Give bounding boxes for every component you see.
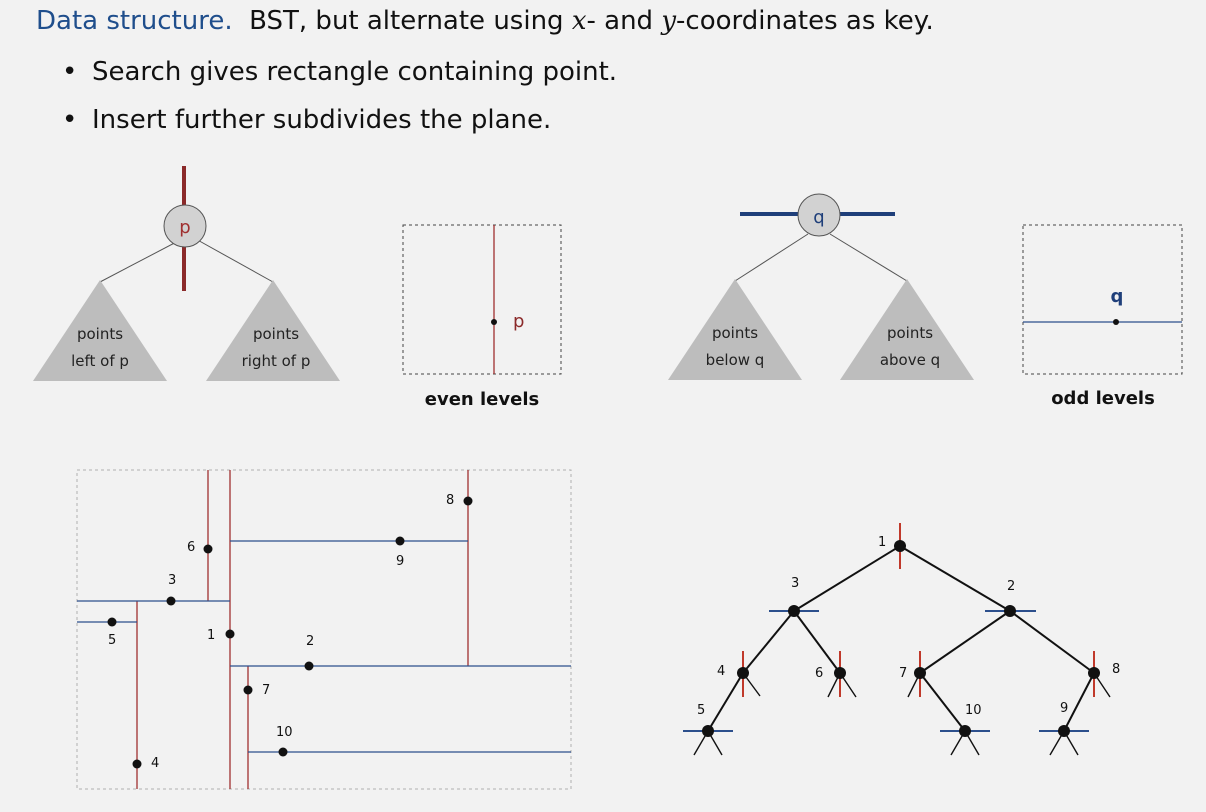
odd-level-tree: q points below q points above q <box>668 193 974 380</box>
node-p-label: p <box>179 217 190 238</box>
heading-text-1: BST, but alternate using <box>249 6 572 36</box>
plane-point-label-9: 9 <box>396 554 404 569</box>
tree-edge <box>734 233 809 282</box>
node-q-label: q <box>813 207 824 228</box>
below-subtree-label-1: points <box>712 324 758 342</box>
tree-edge <box>829 233 908 282</box>
below-subtree-label-2: below q <box>706 351 765 369</box>
tree-node-label-8: 8 <box>1112 662 1120 677</box>
tree-node-1 <box>894 540 906 552</box>
tree-node-8 <box>1088 667 1100 679</box>
tree-node-7 <box>914 667 926 679</box>
plane-point-label-10: 10 <box>276 725 293 740</box>
left-subtree-label-2: left of p <box>71 352 129 370</box>
bullet-dot: • <box>62 105 78 135</box>
plane-point-9 <box>395 536 405 546</box>
tree-node-label-2: 2 <box>1007 579 1015 594</box>
point-q-label: q <box>1111 286 1124 307</box>
heading-lead: Data structure. <box>36 6 233 36</box>
tree-node-label-7: 7 <box>899 666 907 681</box>
plane-point-8 <box>463 496 473 506</box>
null-links <box>693 672 1111 756</box>
plane-point-label-6: 6 <box>187 540 195 555</box>
plane-point-label-7: 7 <box>262 683 270 698</box>
heading-x-var: x <box>571 6 587 36</box>
tree-node-label-4: 4 <box>717 664 725 679</box>
point-p <box>491 319 497 325</box>
even-level-plane: p even levels <box>402 224 562 410</box>
point-p-label: p <box>513 311 524 332</box>
bullet-text: Search gives rectangle containing point. <box>92 57 618 87</box>
tree-node-label-9: 9 <box>1060 701 1068 716</box>
left-subtree-triangle <box>33 280 167 381</box>
node-p <box>163 204 207 248</box>
plane-point-label-1: 1 <box>207 628 215 643</box>
tree-node-10 <box>959 725 971 737</box>
plane-box <box>402 224 562 375</box>
above-subtree-triangle <box>840 279 974 380</box>
tree-node-label-6: 6 <box>815 666 823 681</box>
tree-node-2 <box>1004 605 1016 617</box>
plane-point-1 <box>225 629 235 639</box>
bullet-list: • Search gives rectangle containing point… <box>62 52 617 148</box>
plane-point-label-5: 5 <box>108 633 116 648</box>
tree-node-label-10: 10 <box>965 703 982 718</box>
odd-levels-caption: odd levels <box>1051 388 1155 409</box>
plane-point-label-3: 3 <box>168 573 176 588</box>
plane-border <box>76 469 572 790</box>
bullet-text: Insert further subdivides the plane. <box>92 105 552 135</box>
plane-point-6 <box>203 544 213 554</box>
bullet-item-search: • Search gives rectangle containing point… <box>62 52 617 100</box>
slide-heading: Data structure. BST, but alternate using… <box>36 6 934 36</box>
subdivided-plane: 1 2 3 4 5 6 7 8 9 10 <box>76 469 572 790</box>
right-subtree-label-1: points <box>253 325 299 343</box>
plane-point-label-2: 2 <box>306 634 314 649</box>
heading-text-2: - and <box>586 6 662 36</box>
tree-node-label-1: 1 <box>878 535 886 550</box>
even-levels-caption: even levels <box>425 389 539 410</box>
tree-node-5 <box>702 725 714 737</box>
plane-point-label-8: 8 <box>446 493 454 508</box>
tree-node-9 <box>1058 725 1070 737</box>
tree-edge <box>99 237 185 283</box>
heading-y-var: y <box>661 6 677 36</box>
point-q <box>1113 319 1119 325</box>
bullet-item-insert: • Insert further subdivides the plane. <box>62 100 617 148</box>
odd-level-plane: q odd levels <box>1022 224 1183 409</box>
tree-node-label-3: 3 <box>791 576 799 591</box>
plane-point-2 <box>304 661 314 671</box>
bullet-dot: • <box>62 57 78 87</box>
plane-point-7 <box>243 685 253 695</box>
tree-edges <box>707 545 1095 732</box>
kd-tree: 1 2 3 4 5 6 7 8 9 10 <box>683 523 1120 756</box>
tree-node-3 <box>788 605 800 617</box>
plane-box <box>1022 224 1183 375</box>
tree-edge <box>193 237 274 283</box>
plane-point-5 <box>107 617 117 627</box>
plane-point-3 <box>166 596 176 606</box>
plane-point-4 <box>132 759 142 769</box>
plane-point-label-4: 4 <box>151 756 159 771</box>
below-subtree-triangle <box>668 279 802 380</box>
plane-point-10 <box>278 747 288 757</box>
above-subtree-label-2: above q <box>880 351 940 369</box>
tree-node-label-5: 5 <box>697 703 705 718</box>
right-subtree-triangle <box>206 280 340 381</box>
right-subtree-label-2: right of p <box>242 352 311 370</box>
left-subtree-label-1: points <box>77 325 123 343</box>
even-level-tree: p points left of p points right of p <box>33 166 340 381</box>
tree-node-6 <box>834 667 846 679</box>
node-q <box>797 193 841 237</box>
above-subtree-label-1: points <box>887 324 933 342</box>
tree-node-4 <box>737 667 749 679</box>
heading-text-3: -coordinates as key. <box>676 6 934 36</box>
